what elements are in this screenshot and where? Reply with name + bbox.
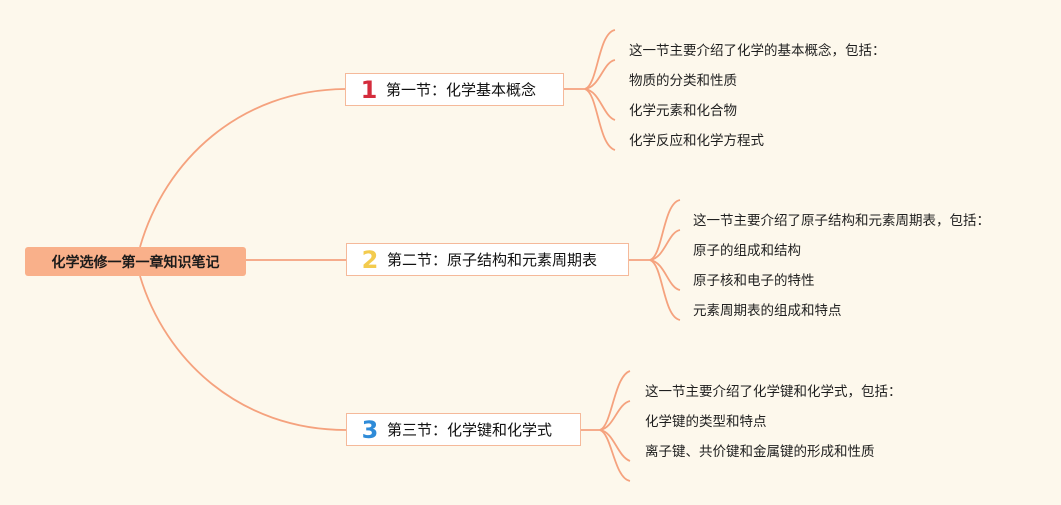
- leaf-s1-item-2: 物质的分类和性质: [629, 73, 737, 89]
- root-title: 化学选修一第一章知识笔记: [51, 254, 220, 271]
- connector-s3-item-2: [599, 400, 631, 431]
- section-title-2: 第二节：原子结构和元素周期表: [387, 251, 598, 269]
- leaf-s3-item-1: 这一节主要介绍了化学键和化学式，包括：: [645, 384, 902, 400]
- connector-s1-item-1: [584, 29, 616, 90]
- root-node[interactable]: 化学选修一第一章知识笔记: [25, 247, 246, 276]
- connector-s2-item-1: [649, 199, 681, 261]
- leaf-s1-item-3: 化学元素和化合物: [629, 103, 737, 119]
- section-title-3: 第三节：化学键和化学式: [387, 421, 553, 439]
- connector-s3-item-1: [599, 370, 631, 431]
- leaf-s2-item-2: 原子的组成和结构: [693, 243, 801, 259]
- number-2-icon: 2: [361, 245, 379, 274]
- connector-root-section-3: [139, 275, 347, 431]
- connector-s2-item-4: [649, 259, 681, 321]
- connector-root-section-1: [139, 88, 346, 248]
- leaf-s2-item-4: 元素周期表的组成和特点: [693, 303, 842, 319]
- section-node-3[interactable]: 3 第三节：化学键和化学式: [346, 413, 581, 446]
- number-3-icon: 3: [361, 415, 379, 444]
- leaf-s2-item-1: 这一节主要介绍了原子结构和元素周期表，包括：: [693, 213, 990, 229]
- section-node-1[interactable]: 1 第一节：化学基本概念: [345, 73, 564, 106]
- connector-s1-item-4: [584, 88, 616, 151]
- connector-s2-item-2: [649, 229, 681, 261]
- number-1-icon: 1: [360, 75, 378, 104]
- connector-s1-item-2: [584, 59, 616, 90]
- leaf-s3-item-2: 化学键的类型和特点: [645, 414, 767, 430]
- leaf-s3-item-3: 离子键、共价键和金属键的形成和性质: [645, 444, 875, 460]
- leaf-s1-item-4: 化学反应和化学方程式: [629, 133, 764, 149]
- connector-s3-item-4: [599, 429, 631, 482]
- leaf-s1-item-1: 这一节主要介绍了化学的基本概念，包括：: [629, 43, 886, 59]
- section-title-1: 第一节：化学基本概念: [386, 81, 537, 99]
- section-node-2[interactable]: 2 第二节：原子结构和元素周期表: [346, 243, 629, 276]
- leaf-s2-item-3: 原子核和电子的特性: [693, 273, 815, 289]
